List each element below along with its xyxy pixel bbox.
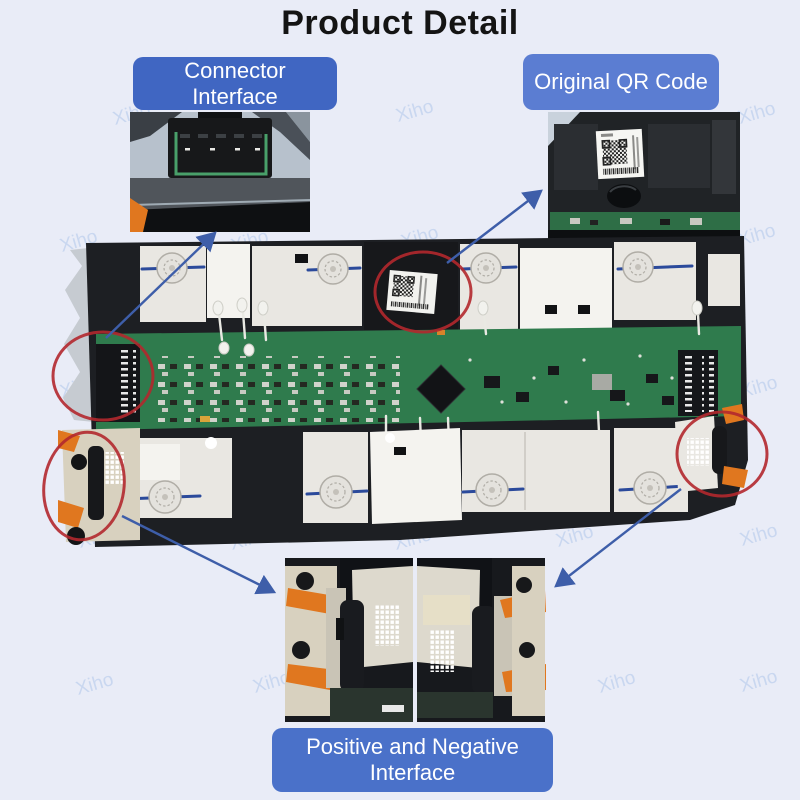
ring-connector	[51, 330, 155, 422]
ring-terminal-left	[42, 430, 126, 542]
watermark: Xiho	[738, 520, 780, 551]
weld-stamps-top	[156, 251, 654, 285]
weld-grid	[687, 438, 709, 466]
watermark: Xiho	[738, 666, 780, 697]
label-connector-interface: Connector Interface	[133, 57, 337, 110]
module-qr-sticker	[386, 269, 438, 315]
qr-code-inset-photo	[548, 112, 740, 240]
arrow-to-qr-inset	[446, 189, 543, 264]
watermark: Xiho	[596, 667, 638, 698]
qr-sticker	[595, 128, 645, 180]
connector-interface-inset-photo	[130, 112, 311, 232]
main-product-photo	[58, 236, 748, 547]
weld-grid	[429, 630, 454, 672]
terminal-right	[675, 404, 748, 492]
weld-grid	[104, 452, 124, 484]
top-plate-row	[140, 242, 740, 332]
small-ics	[484, 366, 674, 405]
arrow-to-left-terminal-inset	[121, 514, 277, 595]
arrow-to-connector-inset	[105, 231, 217, 339]
ring-terminal-right	[675, 410, 769, 498]
watermark: Xiho	[736, 98, 778, 129]
highlight-rings	[42, 250, 769, 542]
label-positive-negative-interface: Positive and Negative Interface	[272, 728, 553, 792]
board-connector-left	[96, 344, 140, 422]
positive-negative-inset-left	[285, 558, 413, 722]
weld-grid	[374, 604, 399, 646]
positive-negative-inset-right	[417, 558, 546, 722]
label-original-qr-code: Original QR Code	[523, 54, 719, 110]
watermark: Xiho	[74, 669, 116, 700]
page-title: Product Detail	[281, 4, 519, 42]
orange-clip	[130, 198, 148, 232]
terminal-left	[58, 428, 140, 545]
pcb-board	[96, 297, 741, 460]
bottom-plate-row	[122, 428, 688, 524]
ring-qr-code	[373, 250, 473, 334]
main-chip	[416, 364, 466, 414]
left-end-wedge	[63, 248, 94, 422]
bright-middle-plate	[370, 428, 462, 524]
pcb-components	[570, 218, 702, 225]
weld-stamps-bottom	[148, 471, 667, 514]
pointer-arrows	[105, 189, 682, 595]
arrow-to-right-terminal-inset	[554, 488, 682, 588]
watermark: Xiho	[394, 96, 436, 127]
solder-dots	[468, 354, 692, 406]
board-connector-right	[678, 350, 718, 416]
